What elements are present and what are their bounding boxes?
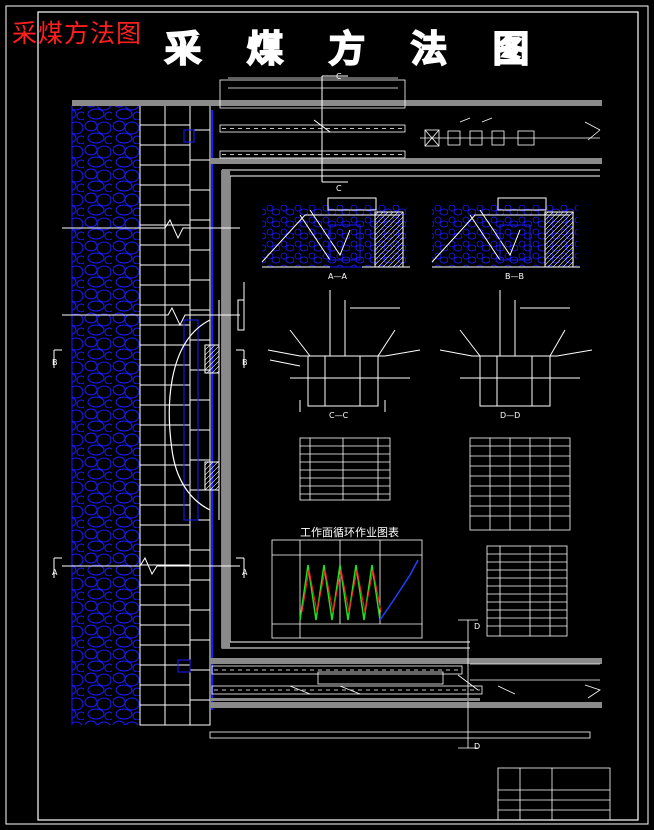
section-mark-d-top: D (474, 622, 481, 631)
section-mark-a-left: A (52, 568, 58, 577)
section-mark-b-left: B (52, 358, 58, 367)
section-mark-c-top: C (336, 72, 342, 81)
section-mark-b-right: B (242, 358, 248, 367)
section-label-aa: A—A (328, 272, 347, 281)
corner-title: 采煤方法图 (12, 19, 143, 48)
section-label-dd: D—D (500, 411, 521, 420)
section-mark-d-bottom: D (474, 742, 481, 751)
drawing-title: 采煤方法图 (164, 28, 576, 71)
section-label-bb: B—B (505, 272, 524, 281)
cycle-chart-title: 工作面循环作业图表 (300, 526, 399, 539)
section-mark-a-right: A (242, 568, 248, 577)
section-mark-c-bottom: C (336, 184, 342, 193)
section-label-cc: C—C (329, 411, 349, 420)
